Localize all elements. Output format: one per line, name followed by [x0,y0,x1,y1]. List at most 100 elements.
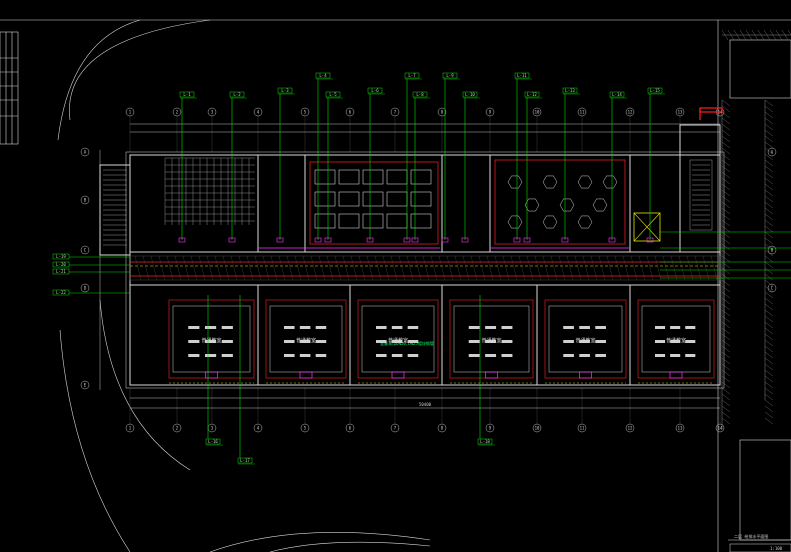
grid-bubble-left [80,245,90,255]
title-block-title: 二层 给排水平面图 [734,533,768,539]
site-lines [0,19,791,552]
desk [685,326,696,329]
pipe-tag: L-2 [233,92,241,97]
desk [485,354,497,357]
grid-label-left: D [84,286,87,291]
desk [579,340,590,343]
desk [468,340,480,343]
pipe-tag: L-22 [56,290,66,295]
corridor-pipes [129,255,721,281]
desk [579,354,590,357]
desk [376,354,387,357]
grid-label-top: 7 [394,110,397,115]
pipe-tag: L-6 [371,88,379,93]
title-block-scale: 1:100 [770,546,783,551]
grid-bubble-right [767,147,777,157]
desk [315,326,327,329]
desk [284,340,295,343]
desk [221,326,233,329]
grid-label-bottom: 7 [394,426,397,431]
pipe-tag: L-1 [183,92,191,97]
grid-label-bottom: 9 [489,426,492,431]
desk [204,354,217,357]
grid-label-left: C [84,248,87,253]
desk [407,340,419,343]
desk [655,326,666,329]
desk [188,340,200,343]
elevator [633,212,661,242]
desk [299,326,311,329]
pipe-tag: L-12 [527,92,537,97]
grid-label-left: E [84,383,87,388]
desk [579,326,590,329]
lab-benches [314,169,432,229]
desk [315,340,327,343]
grid-label-top: 3 [211,110,214,115]
desk [299,340,311,343]
desk [670,340,681,343]
grid-bubble-left [80,195,90,205]
grid-label-right: C [771,286,774,291]
pipe-tag: L-18 [480,439,490,444]
corridor-label: 走廊采用DN20,DN25镀锌钢管 [380,340,434,346]
classroom-label: 普通教室 [575,337,595,344]
left-pipe-tags: L-19L-20L-21L-22 [52,253,130,296]
classroom-label: 普通教室 [201,337,221,344]
classroom-label: 普通教室 [296,337,316,344]
pipe-tag: L-17 [240,458,250,463]
grid-label-bottom: 14 [718,426,723,431]
stairs [103,164,710,246]
top-room-pipes [258,159,630,249]
grid-label-bottom: 1 [129,426,132,431]
desk [221,354,233,357]
grid-label-left: A [84,150,87,155]
desk [655,354,666,357]
grid-bubble-right [767,283,777,293]
desk [188,354,200,357]
grid-label-top: 2 [176,110,179,115]
desk [204,326,217,329]
grid-bubble-left [80,380,90,390]
classrooms: 普通教室普通教室普通教室普通教室普通教室普通教室 [168,299,715,384]
desk [595,354,606,357]
restroom-grid [164,157,255,225]
desk [204,340,217,343]
desk [376,340,387,343]
pipe-tag: L-16 [208,439,218,444]
grid-label-right: A [771,150,774,155]
grid-label-right: B [771,248,774,253]
left-title-strip [0,31,19,145]
grid-label-top: 11 [580,110,585,115]
desk [391,354,403,357]
classroom-label: 普通教室 [388,337,408,344]
grid-label-top: 12 [628,110,633,115]
desk [563,354,574,357]
grid-label-top: 10 [535,110,540,115]
dimension-total: 50400 [419,402,432,407]
desk [670,326,681,329]
corridor-hatch [134,255,718,281]
grid-label-bottom: 4 [257,426,260,431]
pipe-tag: L-15 [650,88,660,93]
grid-label-bottom: 13 [678,426,683,431]
pipe-tag: L-8 [416,92,424,97]
grid-label-bottom: 6 [349,426,352,431]
pipe-tag: L-4 [319,73,327,78]
pipe-tag: L-13 [565,88,575,93]
desk [468,354,480,357]
desk [391,326,403,329]
right-leader-lines [660,231,791,279]
desk [299,354,311,357]
desk [407,326,419,329]
pipe-tag: L-20 [56,262,66,267]
desk [595,340,606,343]
grid-label-top: 9 [489,110,492,115]
desk [284,326,295,329]
desk [485,326,497,329]
pipe-tag: L-19 [56,254,66,259]
desk [501,326,513,329]
grid-bubble-left [80,283,90,293]
